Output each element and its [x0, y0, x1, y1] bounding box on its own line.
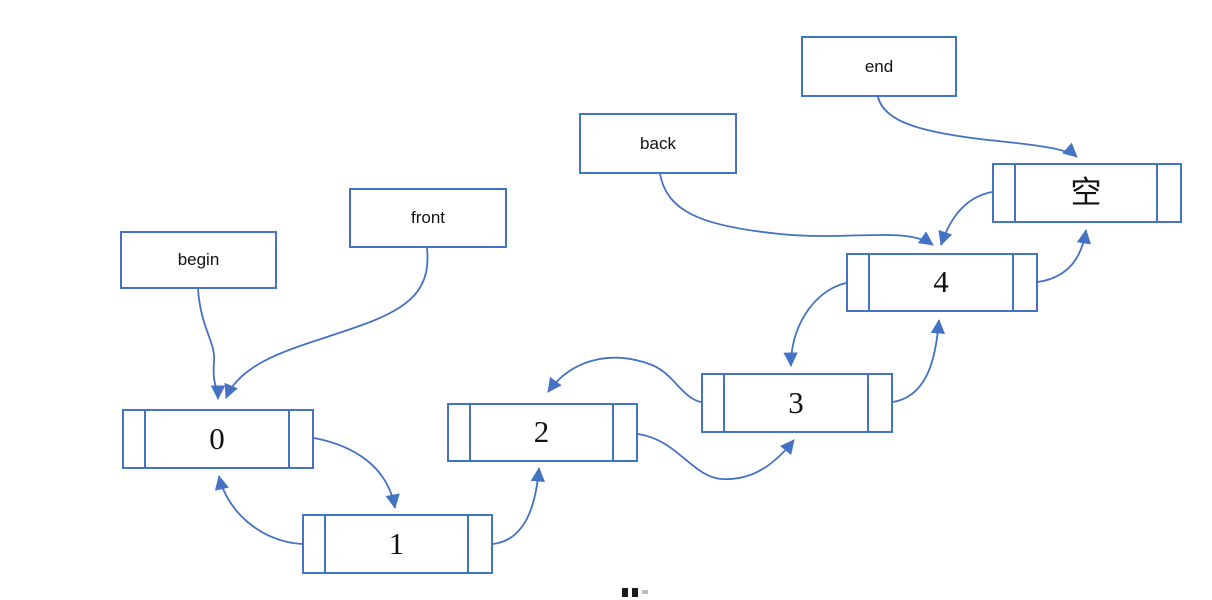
edge-node1-prev-to-node0	[214, 475, 303, 545]
edge-node2-next-to-node3	[637, 433, 795, 480]
edge-node3-next-to-node4	[892, 319, 946, 403]
node-2-prev-cell	[449, 405, 471, 460]
pointer-box-front: front	[349, 188, 507, 248]
clipped-caption-mark	[622, 588, 628, 597]
pointer-box-end: end	[801, 36, 957, 97]
clipped-caption-mark	[632, 588, 638, 597]
node-4-next-cell	[1012, 255, 1036, 310]
edge-end-to-nodenull	[877, 96, 1078, 158]
node-2-next-cell	[612, 405, 636, 460]
node-1-prev-cell	[304, 516, 326, 572]
edge-front-to-node0	[224, 247, 429, 399]
node-2-value: 2	[533, 414, 550, 449]
edge-node1-next-to-node2	[492, 467, 546, 545]
node-3-prev-cell	[703, 375, 725, 431]
edge-node3-prev-to-node2	[547, 356, 702, 403]
node-1-next-cell	[467, 516, 491, 572]
list-node-0: 0	[122, 409, 314, 469]
node-null-next-cell	[1156, 165, 1180, 221]
pointer-label-begin: begin	[177, 250, 220, 269]
edge-node4-next-to-nodenull	[1037, 229, 1092, 283]
list-node-null: 空	[992, 163, 1182, 223]
pointer-box-begin: begin	[120, 231, 277, 289]
node-null-value: 空	[1070, 174, 1102, 210]
node-0-prev-cell	[124, 411, 146, 467]
list-node-3: 3	[701, 373, 893, 433]
node-3-next-cell	[867, 375, 891, 431]
list-node-1: 1	[302, 514, 493, 574]
edge-back-to-node4	[659, 173, 934, 246]
node-null-prev-cell	[994, 165, 1016, 221]
clipped-caption	[622, 588, 662, 600]
node-0-value: 0	[209, 420, 225, 456]
pointer-label-back: back	[640, 133, 676, 153]
node-0-next-cell	[288, 411, 312, 467]
edge-nodenull-prev-to-node4	[938, 191, 993, 246]
edge-node4-prev-to-node3	[783, 282, 847, 367]
clipped-caption-mark	[642, 590, 648, 594]
list-node-2: 2	[447, 403, 638, 462]
node-4-prev-cell	[848, 255, 870, 310]
edge-node0-next-to-node1	[313, 437, 400, 509]
pointer-label-end: end	[864, 56, 894, 76]
node-1-value: 1	[388, 525, 405, 561]
edge-begin-to-node0	[197, 288, 226, 400]
pointer-box-back: back	[579, 113, 737, 174]
node-4-value: 4	[933, 264, 949, 299]
list-node-4: 4	[846, 253, 1038, 312]
pointer-label-front: front	[410, 208, 446, 227]
node-3-value: 3	[788, 384, 804, 420]
